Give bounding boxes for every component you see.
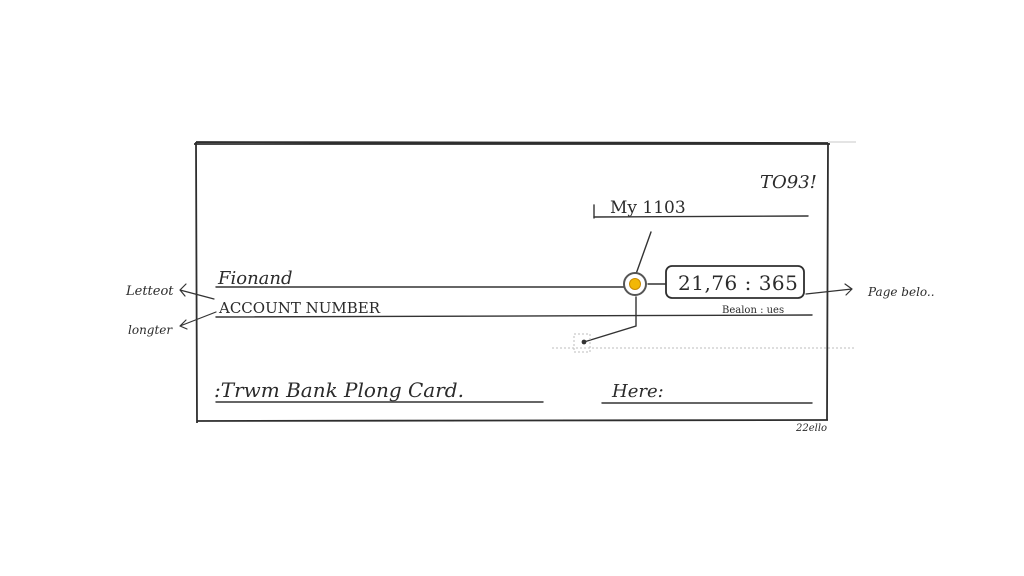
footer-code: 22ello: [795, 423, 827, 434]
account-number-label: ACCOUNT NUMBER: [218, 299, 381, 317]
name-field: Fionand: [217, 268, 293, 289]
arrow-left-top-icon: [179, 283, 215, 300]
arrow-right-icon: [805, 283, 853, 296]
annotation-left-bottom: longter: [128, 323, 173, 337]
account-underline: [215, 314, 813, 318]
node-icon: [629, 278, 641, 290]
connector-up: [635, 231, 652, 275]
annotation-left-top: Letteot: [125, 284, 174, 299]
date-value: My 1103: [610, 198, 686, 218]
arrow-left-bottom-icon: [179, 311, 217, 330]
date-underline: [593, 215, 809, 218]
amount-caption: Bealon : ues: [722, 305, 784, 316]
annotation-right: Page belo..: [867, 285, 935, 299]
card-frame: [194, 141, 830, 424]
target-marker: [573, 333, 591, 353]
bank-name: :Trwm Bank Plong Card.: [214, 378, 464, 402]
amount-value: 21,76 : 365: [678, 271, 798, 295]
connector-down: [583, 296, 637, 343]
amount-box: [665, 265, 805, 299]
target-dot: [581, 339, 587, 345]
corner-label: TO93!: [760, 172, 817, 193]
signature-label: Here:: [611, 381, 664, 402]
